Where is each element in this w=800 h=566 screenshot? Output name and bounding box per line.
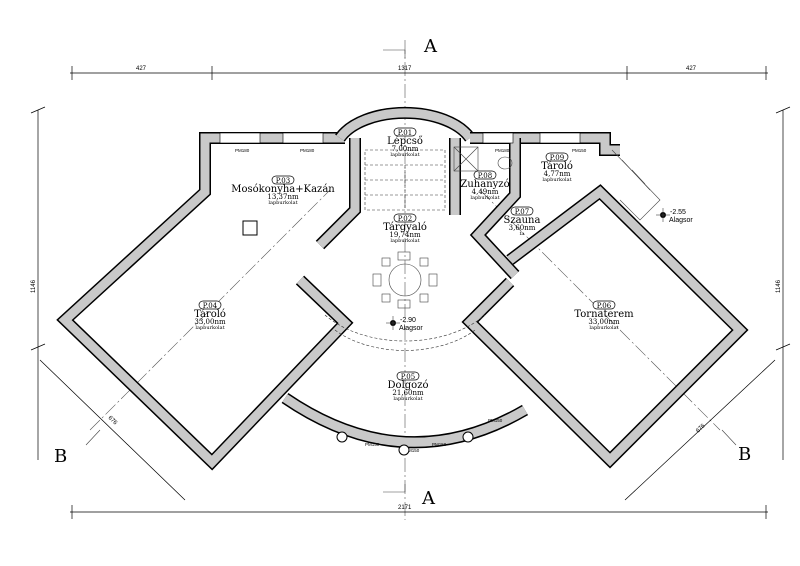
- level-value: -2.55: [670, 209, 686, 216]
- room-code: P.09: [550, 154, 564, 162]
- room-floor: fa: [520, 231, 525, 237]
- level-label: Alagsor: [399, 325, 423, 332]
- window-label: PM150: [488, 418, 503, 423]
- room-code: P.02: [398, 215, 412, 223]
- room-name: Tornaterem: [574, 309, 634, 320]
- room-p04: P.04 Tároló 33,00nm lapburkolat: [194, 300, 226, 331]
- room-floor: lapburkolat: [390, 238, 419, 244]
- room-p01: P.01 Lépcső 7,00nm lapburkolat: [387, 127, 423, 158]
- room-name: Lépcső: [387, 136, 423, 147]
- room-code: P.04: [203, 302, 218, 310]
- columns: [336, 431, 474, 456]
- room-code: P.05: [401, 373, 415, 381]
- window-label: PM150: [405, 448, 420, 453]
- window-label: PM150: [432, 442, 447, 447]
- level-value: -2.90: [400, 317, 416, 324]
- room-p07: P.07 Szauna 3,60nm fa: [504, 206, 541, 237]
- hall-arc: [324, 314, 486, 351]
- room-p06: P.06 Tornaterem 33,00nm lapburkolat: [574, 300, 634, 331]
- dim-diag-left: 676: [107, 415, 119, 427]
- section-mark-b-right: B: [738, 444, 751, 465]
- room-name: Tárgyaló: [383, 222, 427, 233]
- section-mark-a-top: A: [423, 36, 438, 57]
- room-p09: P.09 Tároló 4,77nm lapburkolat: [541, 152, 573, 183]
- room-code: P.01: [398, 129, 412, 137]
- room-name: Zuhanyzó: [460, 179, 509, 190]
- room-name: Szauna: [504, 215, 541, 226]
- room-area: 21,60nm: [392, 389, 424, 397]
- boiler: [242, 220, 258, 236]
- room-floor: lapburkolat: [589, 325, 618, 331]
- room-floor: lapburkolat: [390, 152, 419, 158]
- window-label: PM150: [572, 148, 587, 153]
- room-p05: P.05 Dolgozó 21,60nm lapburkolat: [388, 371, 429, 402]
- section-mark-b-left: B: [54, 446, 67, 467]
- stairs-exterior: [611, 149, 661, 221]
- section-mark-a-bottom: A: [421, 488, 436, 509]
- room-code: P.06: [597, 302, 612, 310]
- room-area: 13,37nm: [267, 193, 299, 201]
- room-area: 4,49nm: [472, 188, 499, 196]
- window-label: PM180: [300, 148, 315, 153]
- room-labels: P.01 Lépcső 7,00nm lapburkolat P.02 Tárg…: [194, 127, 634, 402]
- room-area: 33,00nm: [194, 318, 226, 326]
- window-label: PM180: [495, 148, 510, 153]
- room-floor: lapburkolat: [268, 200, 297, 206]
- room-floor: lapburkolat: [542, 177, 571, 183]
- dim-bottom-total: 2171: [398, 505, 412, 511]
- room-name: Tároló: [194, 309, 226, 320]
- room-area: 19,74nm: [389, 231, 421, 239]
- level-label: Alagsor: [669, 217, 693, 224]
- room-floor: lapburkolat: [195, 325, 224, 331]
- room-name: Dolgozó: [388, 380, 429, 391]
- room-area: 33,00nm: [588, 318, 620, 326]
- room-area: 7,00nm: [392, 145, 419, 153]
- room-area: 4,77nm: [544, 170, 571, 178]
- room-code: P.08: [478, 172, 492, 180]
- dim-top-left: 427: [136, 66, 147, 72]
- room-p03: P.03 Mosókonyha+Kazán 13,37nm lapburkola…: [231, 175, 335, 206]
- window-labels: PM180 PM180 PM180 PM150 PM150 PM150 PM15…: [235, 148, 587, 453]
- room-p02: P.02 Tárgyaló 19,74nm lapburkolat: [383, 213, 427, 244]
- room-p08: P.08 Zuhanyzó 4,49nm lapburkolat: [460, 170, 510, 201]
- section-marks: A A B B: [54, 36, 751, 509]
- window-label: PM180: [235, 148, 250, 153]
- room-name: Mosókonyha+Kazán: [231, 184, 335, 195]
- room-code: P.03: [276, 177, 290, 185]
- window-label: PM150: [365, 442, 380, 447]
- room-code: P.07: [515, 208, 529, 216]
- windows: [219, 132, 581, 144]
- shower: [453, 146, 513, 172]
- walls: [56, 106, 749, 471]
- room-floor: lapburkolat: [393, 396, 422, 402]
- room-floor: lapburkolat: [470, 195, 499, 201]
- dim-top-middle: 1317: [398, 66, 412, 72]
- room-name: Tároló: [541, 161, 573, 172]
- meeting-table: [372, 251, 438, 309]
- stairs: [364, 149, 446, 211]
- dim-top-right: 427: [686, 66, 697, 72]
- level-marker-hall: -2.90 Alagsor: [386, 316, 423, 332]
- dim-diag-right: 676: [695, 423, 707, 435]
- dim-left-height: 1146: [31, 279, 37, 293]
- room-area: 3,60nm: [509, 224, 536, 232]
- level-marker-exterior: -2.55 Alagsor: [656, 208, 693, 224]
- dimension-lines: 427 1317 427 2171 1146 1146 676 676: [30, 66, 791, 519]
- dim-right-height: 1146: [776, 279, 782, 293]
